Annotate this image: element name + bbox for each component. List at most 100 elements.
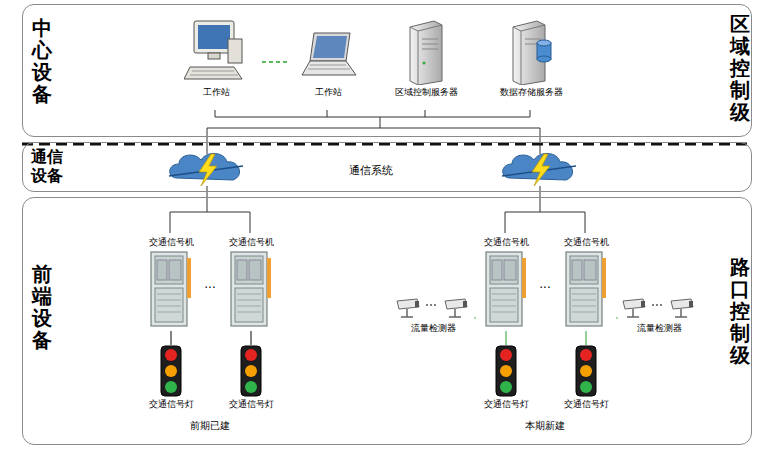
ctrl-icon — [484, 250, 528, 328]
lamp-node: 交通信号灯 — [141, 345, 201, 417]
icon-part — [493, 345, 519, 397]
lamp-icon — [238, 345, 264, 397]
icon-part — [445, 299, 467, 309]
icon-part — [302, 61, 356, 75]
text-holder: 前端设备 — [32, 263, 52, 351]
icon-part — [228, 39, 242, 63]
icon-part — [300, 29, 358, 85]
icon-part — [641, 301, 645, 307]
group-caption: 本期新建 — [525, 419, 565, 433]
icon-part — [308, 65, 350, 69]
icon-part — [675, 309, 687, 317]
icon-part — [238, 345, 264, 397]
device-label: 交通信号机 — [229, 235, 274, 250]
connector-line — [505, 331, 506, 345]
bus-wire — [170, 186, 585, 233]
device-label: 交通信号灯 — [149, 397, 194, 412]
db-node: 数据存储服务器 — [496, 19, 566, 111]
det-node: 流量检测器 — [392, 297, 474, 339]
band-heading: 中心设备 — [32, 17, 52, 105]
pc-icon — [184, 19, 248, 85]
device-label: 交通信号机 — [149, 235, 194, 250]
icon-part — [199, 154, 217, 186]
icon-part — [406, 19, 446, 85]
icon-part — [537, 56, 551, 62]
icon-part — [397, 299, 419, 309]
icon-part — [395, 297, 471, 321]
icon-part — [422, 39, 438, 49]
icon-part — [155, 288, 183, 322]
icon-part — [241, 346, 261, 396]
icon-part — [184, 67, 242, 79]
connector-line — [616, 317, 618, 318]
icon-part — [187, 258, 191, 298]
ctrl-node: 交通信号机 — [221, 235, 281, 331]
text-holder: 区域控制级 — [730, 13, 750, 123]
det-icon — [621, 297, 697, 321]
icon-part — [310, 33, 350, 61]
icon-part — [537, 40, 551, 46]
device-label: 工作站 — [203, 85, 230, 100]
icon-part — [426, 304, 428, 306]
ctrl-icon — [564, 250, 608, 328]
icon-part — [410, 25, 442, 85]
icon-part — [573, 345, 599, 397]
device-label: 工作站 — [315, 85, 342, 100]
icon-part — [463, 301, 467, 307]
icon-part — [621, 297, 697, 321]
icon-part — [149, 250, 193, 328]
pc-node: 工作站 — [181, 19, 251, 111]
icon-part — [500, 381, 512, 393]
bus-wire — [207, 110, 540, 154]
connector-line — [474, 317, 476, 318]
lamp-node: 交通信号灯 — [556, 345, 616, 417]
det-node: 流量检测器 — [618, 297, 700, 339]
icon-part — [504, 260, 516, 280]
ellipsis-mark: ... — [204, 277, 215, 291]
icon-part — [570, 256, 598, 284]
ctrl-node: 交通信号机 — [141, 235, 201, 331]
device-label: 交通信号机 — [564, 235, 609, 250]
icon-part — [170, 110, 585, 233]
dashed-link — [262, 61, 288, 63]
device-label: 流量检测器 — [637, 321, 682, 336]
icon-part — [660, 304, 662, 306]
icon-part — [165, 381, 177, 393]
lamp-icon — [573, 345, 599, 397]
icon-part — [656, 304, 658, 306]
icon-part — [229, 250, 273, 328]
device-label: 交通信号灯 — [484, 397, 529, 412]
icon-part — [430, 304, 432, 306]
region-band: 中心设备 区域控制级工作站 工作站 区域控制服务器 数据存储服务器 — [22, 4, 752, 137]
icon-part — [564, 250, 608, 328]
ctrl-node: 交通信号机 — [476, 235, 536, 331]
icon-part — [151, 252, 187, 326]
icon-part — [410, 21, 442, 85]
icon-part — [165, 349, 177, 361]
icon-part — [397, 299, 419, 317]
icon-part — [509, 19, 553, 85]
text-holder: 中心设备 — [32, 17, 52, 105]
db-icon — [509, 19, 553, 85]
device-label: 交通信号机 — [484, 235, 529, 250]
icon-part — [652, 304, 654, 306]
icon-part — [689, 301, 693, 307]
lamp-node: 交通信号灯 — [221, 345, 281, 417]
icon-part — [522, 258, 526, 298]
icon-part — [671, 299, 693, 309]
device-label: 流量检测器 — [411, 321, 456, 336]
device-label: 区域控制服务器 — [395, 85, 458, 100]
icon-part — [584, 260, 596, 280]
icon-part — [158, 345, 184, 397]
band-heading: 路口控制级 — [730, 256, 750, 366]
icon-part — [490, 288, 518, 322]
laptop-icon — [300, 29, 358, 85]
cloud-icon — [502, 153, 576, 186]
icon-part — [161, 346, 181, 396]
icon-part — [576, 346, 596, 396]
icon-part — [572, 294, 596, 312]
icon-part — [245, 381, 257, 393]
icon-part — [490, 256, 518, 284]
icon-part — [580, 349, 592, 361]
icon-part — [157, 294, 181, 312]
